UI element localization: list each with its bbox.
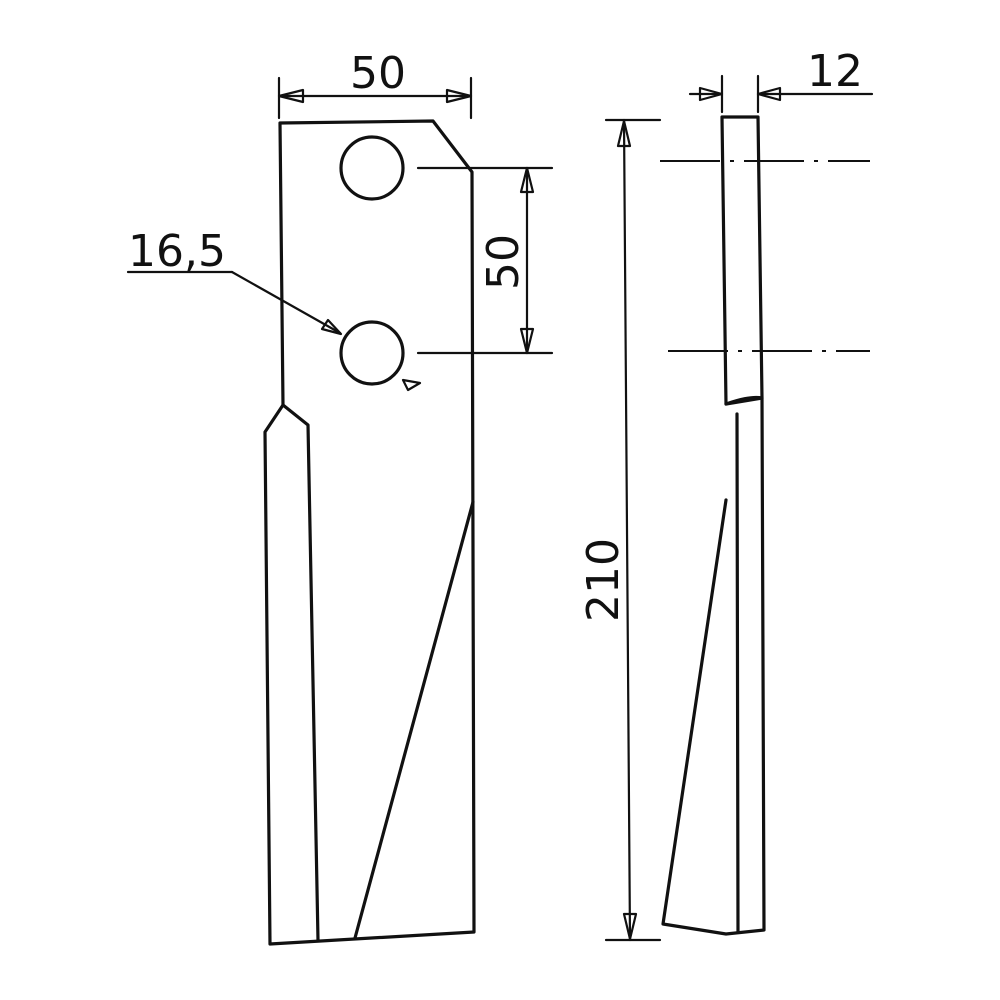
side-taper: [661, 395, 766, 936]
mounting-hole-lower: [339, 320, 405, 386]
blade-outline: [263, 119, 476, 946]
hole-spacing-label: 50: [478, 234, 529, 290]
side-view: [660, 115, 870, 936]
diagonal-cutting-edge: [353, 500, 475, 940]
front-view: [263, 119, 554, 946]
width-dimension: 50: [277, 48, 473, 120]
hole-diameter-callout: 16,5: [126, 226, 422, 392]
length-label: 210: [578, 538, 629, 622]
hole-diameter-label: 16,5: [128, 226, 226, 277]
thickness-dimension: 12: [688, 46, 874, 114]
thickness-label: 12: [807, 46, 863, 97]
side-edge-line: [735, 412, 740, 934]
width-dimension-label: 50: [350, 48, 406, 99]
hole-spacing-dimension: 50: [478, 166, 535, 355]
left-bevel-edge: [281, 403, 320, 942]
length-dimension: 210: [578, 118, 662, 942]
mounting-hole-upper: [339, 135, 405, 201]
